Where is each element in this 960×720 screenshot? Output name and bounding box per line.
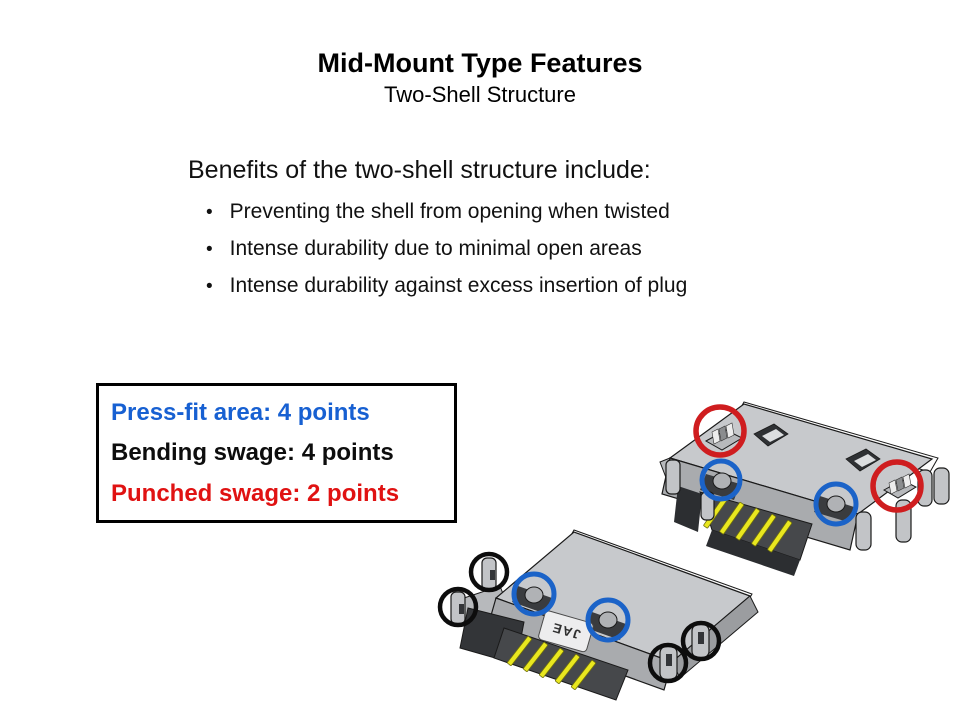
legend-item: Bending swage: 4 points: [111, 439, 394, 466]
punched-swage-circle: [870, 459, 924, 513]
benefits-heading: Benefits of the two-shell structure incl…: [188, 156, 651, 184]
page-subtitle: Two-Shell Structure: [384, 82, 576, 107]
press-fit-post: [524, 586, 544, 604]
benefit-item: Intense durability due to minimal open a…: [206, 235, 808, 263]
contact-pins: [703, 495, 793, 553]
connector-illustration-top: [659, 401, 950, 576]
press-fit-post: [712, 472, 732, 490]
benefits-list: Preventing the shell from opening when t…: [188, 198, 808, 300]
press-fit-circle: [813, 481, 859, 527]
bending-swage-circle: [647, 642, 689, 684]
bending-swage-circle: [437, 586, 479, 628]
press-fit-post: [598, 611, 618, 629]
punched-swage-circle: [693, 404, 747, 458]
press-fit-circle: [699, 458, 743, 502]
brand-plate: JAE: [538, 610, 594, 653]
leg-notches: [459, 570, 704, 666]
swage-tab: [704, 422, 744, 451]
legend-item: Punched swage: 2 points: [111, 479, 400, 507]
swage-tab: [882, 473, 918, 499]
connector-illustration-bottom: JAE: [450, 529, 759, 701]
press-fit-circle: [511, 571, 557, 617]
bending-swage-circle: [468, 551, 510, 593]
press-fit-circle: [585, 597, 631, 643]
legend-item: Press-fit area: 4 points: [111, 398, 370, 426]
bending-swage-circle: [680, 620, 722, 662]
benefit-item: Intense durability against excess insert…: [206, 272, 808, 300]
page-title: Mid-Mount Type Features: [317, 48, 643, 78]
benefit-item: Preventing the shell from opening when t…: [206, 198, 808, 226]
benefits-section: Benefits of the two-shell structure incl…: [188, 156, 808, 300]
contact-pins: [507, 636, 596, 690]
annotation-circles: [437, 404, 924, 684]
press-fit-post: [826, 495, 846, 513]
